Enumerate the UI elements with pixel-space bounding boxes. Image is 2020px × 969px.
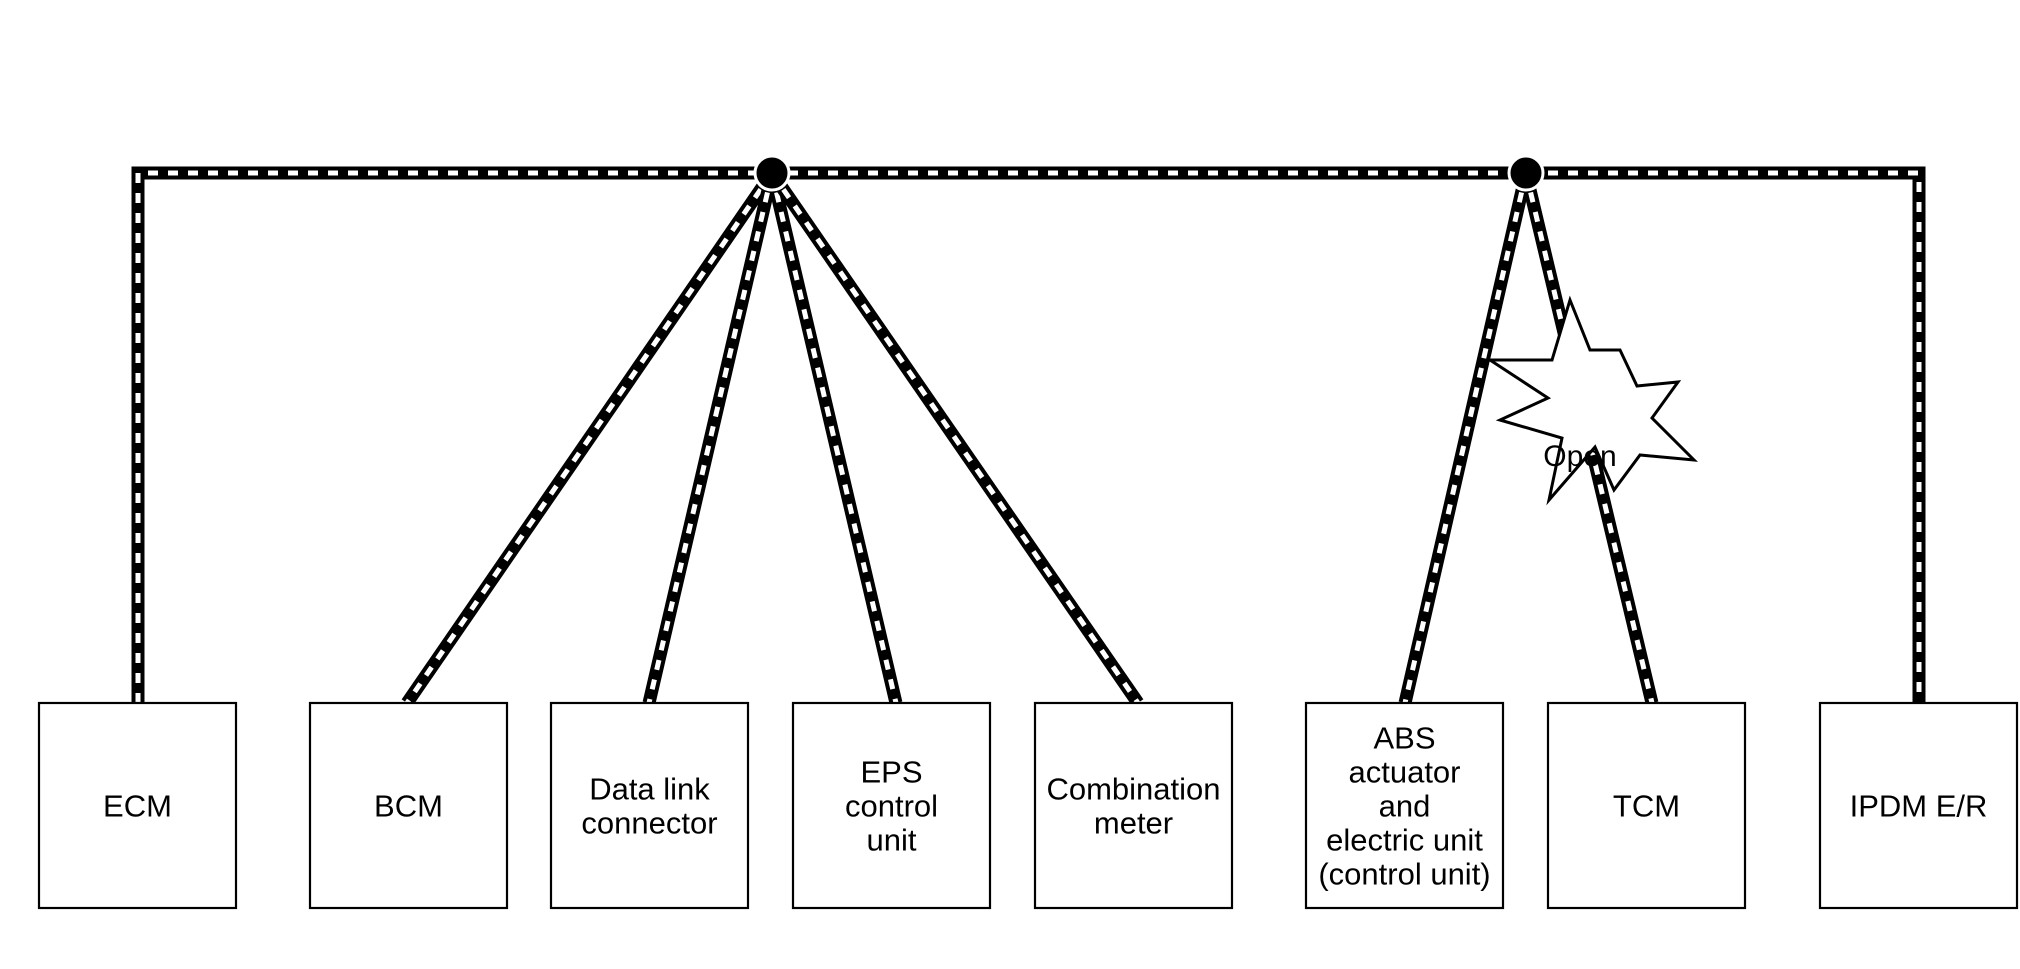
- unit-box: [791, 701, 992, 910]
- unit-ecm: ECM: [37, 701, 238, 910]
- open-circuit-marker: Open: [1484, 295, 1698, 506]
- unit-label: (control unit): [1318, 857, 1490, 892]
- open-label: Open: [1543, 440, 1616, 473]
- unit-label: unit: [867, 823, 917, 858]
- unit-box: [549, 701, 750, 910]
- branch-data-link-connector: [642, 171, 779, 705]
- branch-eps-control-unit: [765, 171, 903, 705]
- unit-box: [308, 701, 509, 910]
- branch-abs-actuator: [1398, 171, 1533, 705]
- unit-label: connector: [581, 806, 717, 841]
- unit-tcm: TCM: [1546, 701, 1747, 910]
- branch-bcm: [401, 169, 778, 707]
- main-bus-line: [131, 166, 1926, 703]
- unit-label: EPS: [860, 755, 922, 790]
- unit-label: meter: [1094, 806, 1173, 841]
- unit-label: Combination: [1046, 772, 1220, 807]
- unit-box: [1033, 701, 1234, 910]
- junction-node-2: [1507, 154, 1545, 192]
- unit-label: actuator: [1348, 755, 1460, 790]
- unit-label: ABS: [1373, 721, 1435, 756]
- unit-box: [1546, 701, 1747, 910]
- unit-label: and: [1379, 789, 1431, 824]
- unit-label: TCM: [1613, 789, 1680, 824]
- unit-label: electric unit: [1326, 823, 1483, 858]
- unit-label: Data link: [589, 772, 710, 807]
- bus-junctions: [753, 154, 1545, 192]
- unit-box: [1818, 701, 2019, 910]
- junction-node-1: [753, 154, 791, 192]
- unit-label: BCM: [374, 789, 443, 824]
- unit-label: control: [845, 789, 938, 824]
- branch-combination-meter: [766, 169, 1144, 707]
- unit-label: ECM: [103, 789, 172, 824]
- unit-label: IPDM E/R: [1850, 789, 1988, 824]
- unit-box: [37, 701, 238, 910]
- unit-ipdm-er: IPDM E/R: [1818, 701, 2019, 910]
- unit-box: [1304, 701, 1505, 910]
- unit-bcm: BCM: [308, 701, 509, 910]
- open-burst-icon: [1484, 295, 1698, 506]
